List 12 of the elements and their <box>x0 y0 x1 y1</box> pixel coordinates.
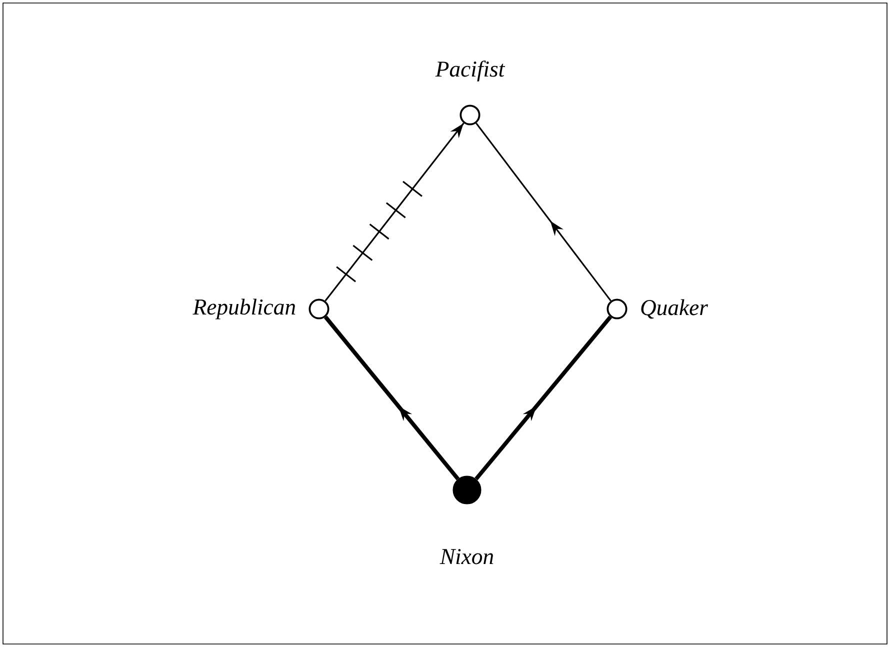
node-label: Pacifist <box>435 60 506 82</box>
arrow <box>476 122 612 302</box>
node-label: Nixon <box>440 548 494 564</box>
node-label: Quaker <box>641 299 708 319</box>
graph-node: Nixon <box>440 476 494 564</box>
node-label: Republican <box>192 298 296 320</box>
arrow <box>324 122 464 302</box>
graph-node: Pacifist <box>435 60 506 126</box>
arrow <box>324 316 460 480</box>
arrow <box>474 316 612 480</box>
graph-node: Quaker <box>606 298 708 320</box>
graph-node: Republican <box>192 298 330 320</box>
